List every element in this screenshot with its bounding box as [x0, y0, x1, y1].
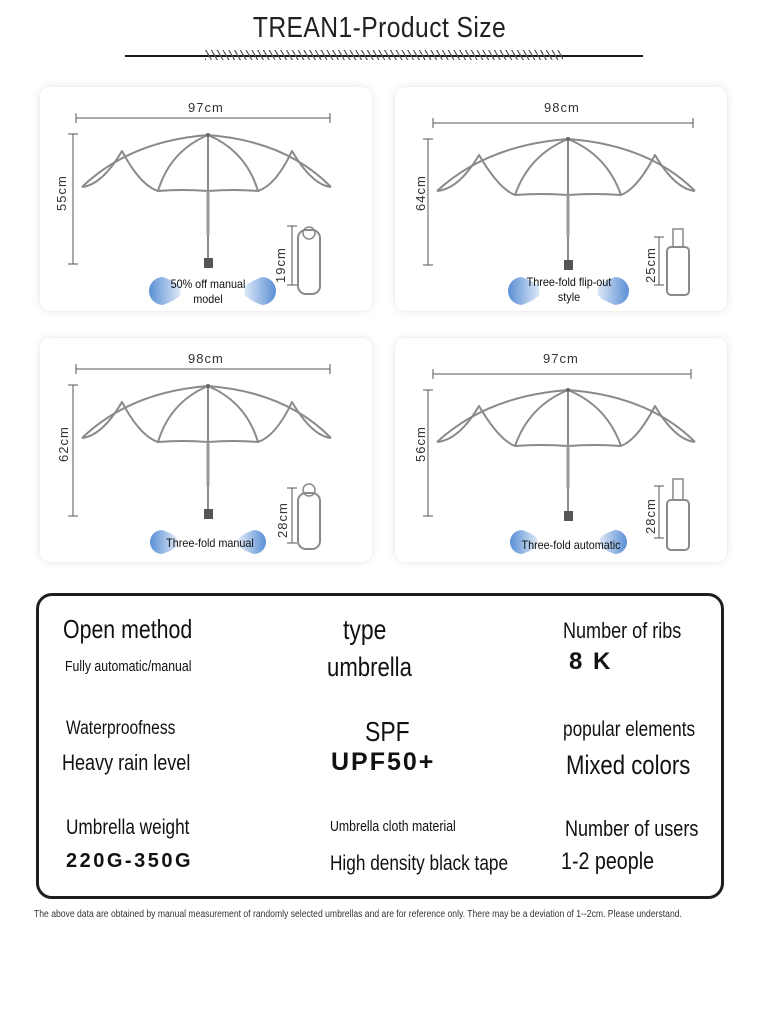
open-method-label: Open method	[63, 614, 193, 644]
umbrella-diagram-3	[68, 364, 332, 554]
product-card-4: 97cm 56cm 28cm Three-fold automatic	[395, 338, 727, 562]
model-label: 50% off manual model	[170, 277, 246, 306]
users-value: 1-2 people	[561, 848, 655, 875]
waterproof-label: Waterproofness	[66, 718, 176, 739]
folded-length-label: 28cm	[643, 498, 658, 534]
spec-table: Open method Fully automatic/manual type …	[36, 593, 724, 899]
cloth-value: High density black tape	[330, 852, 509, 875]
umbrella-diagram-2	[423, 118, 696, 305]
ribs-value: 8 K	[569, 648, 613, 675]
open-height-label: 56cm	[413, 426, 428, 462]
elements-label: popular elements	[563, 718, 696, 741]
folded-length-label: 28cm	[275, 502, 290, 538]
title-hatch-decoration	[205, 50, 563, 60]
disclaimer-note: The above data are obtained by manual me…	[34, 909, 682, 920]
waterproof-value: Heavy rain level	[62, 750, 191, 775]
weight-value: 220G-350G	[66, 850, 194, 872]
users-label: Number of users	[565, 816, 699, 841]
elements-value: Mixed colors	[566, 750, 691, 780]
folded-length-label: 19cm	[273, 247, 288, 283]
product-card-1: 97cm 55cm 19cm 50% off manual model	[40, 87, 372, 311]
page-title: TREAN1-Product Size	[252, 12, 507, 44]
umbrella-diagram-1	[68, 113, 332, 305]
type-label: type	[343, 614, 387, 645]
ribs-label: Number of ribs	[563, 618, 682, 643]
type-value: umbrella	[327, 652, 412, 682]
model-label: Three-fold manual	[166, 536, 254, 550]
spf-label: SPF	[365, 716, 410, 747]
open-width-label: 98cm	[544, 100, 580, 115]
umbrella-diagram-4	[423, 369, 696, 554]
open-height-label: 64cm	[413, 175, 428, 211]
model-label: Three-fold flip-out style	[526, 275, 612, 304]
open-width-label: 98cm	[188, 351, 224, 366]
cloth-label: Umbrella cloth material	[330, 818, 456, 835]
open-height-label: 55cm	[54, 175, 69, 211]
open-height-label: 62cm	[56, 426, 71, 462]
spf-value: UPF50+	[331, 748, 436, 776]
product-card-3: 98cm 62cm 28cm Three-fold manual	[40, 338, 372, 562]
open-method-value: Fully automatic/manual	[65, 658, 192, 675]
model-label: Three-fold automatic	[521, 538, 621, 552]
folded-length-label: 25cm	[643, 247, 658, 283]
product-card-2: 98cm 64cm 25cm Three-fold flip-out style	[395, 87, 727, 311]
weight-label: Umbrella weight	[66, 816, 190, 839]
open-width-label: 97cm	[188, 100, 224, 115]
open-width-label: 97cm	[543, 351, 579, 366]
